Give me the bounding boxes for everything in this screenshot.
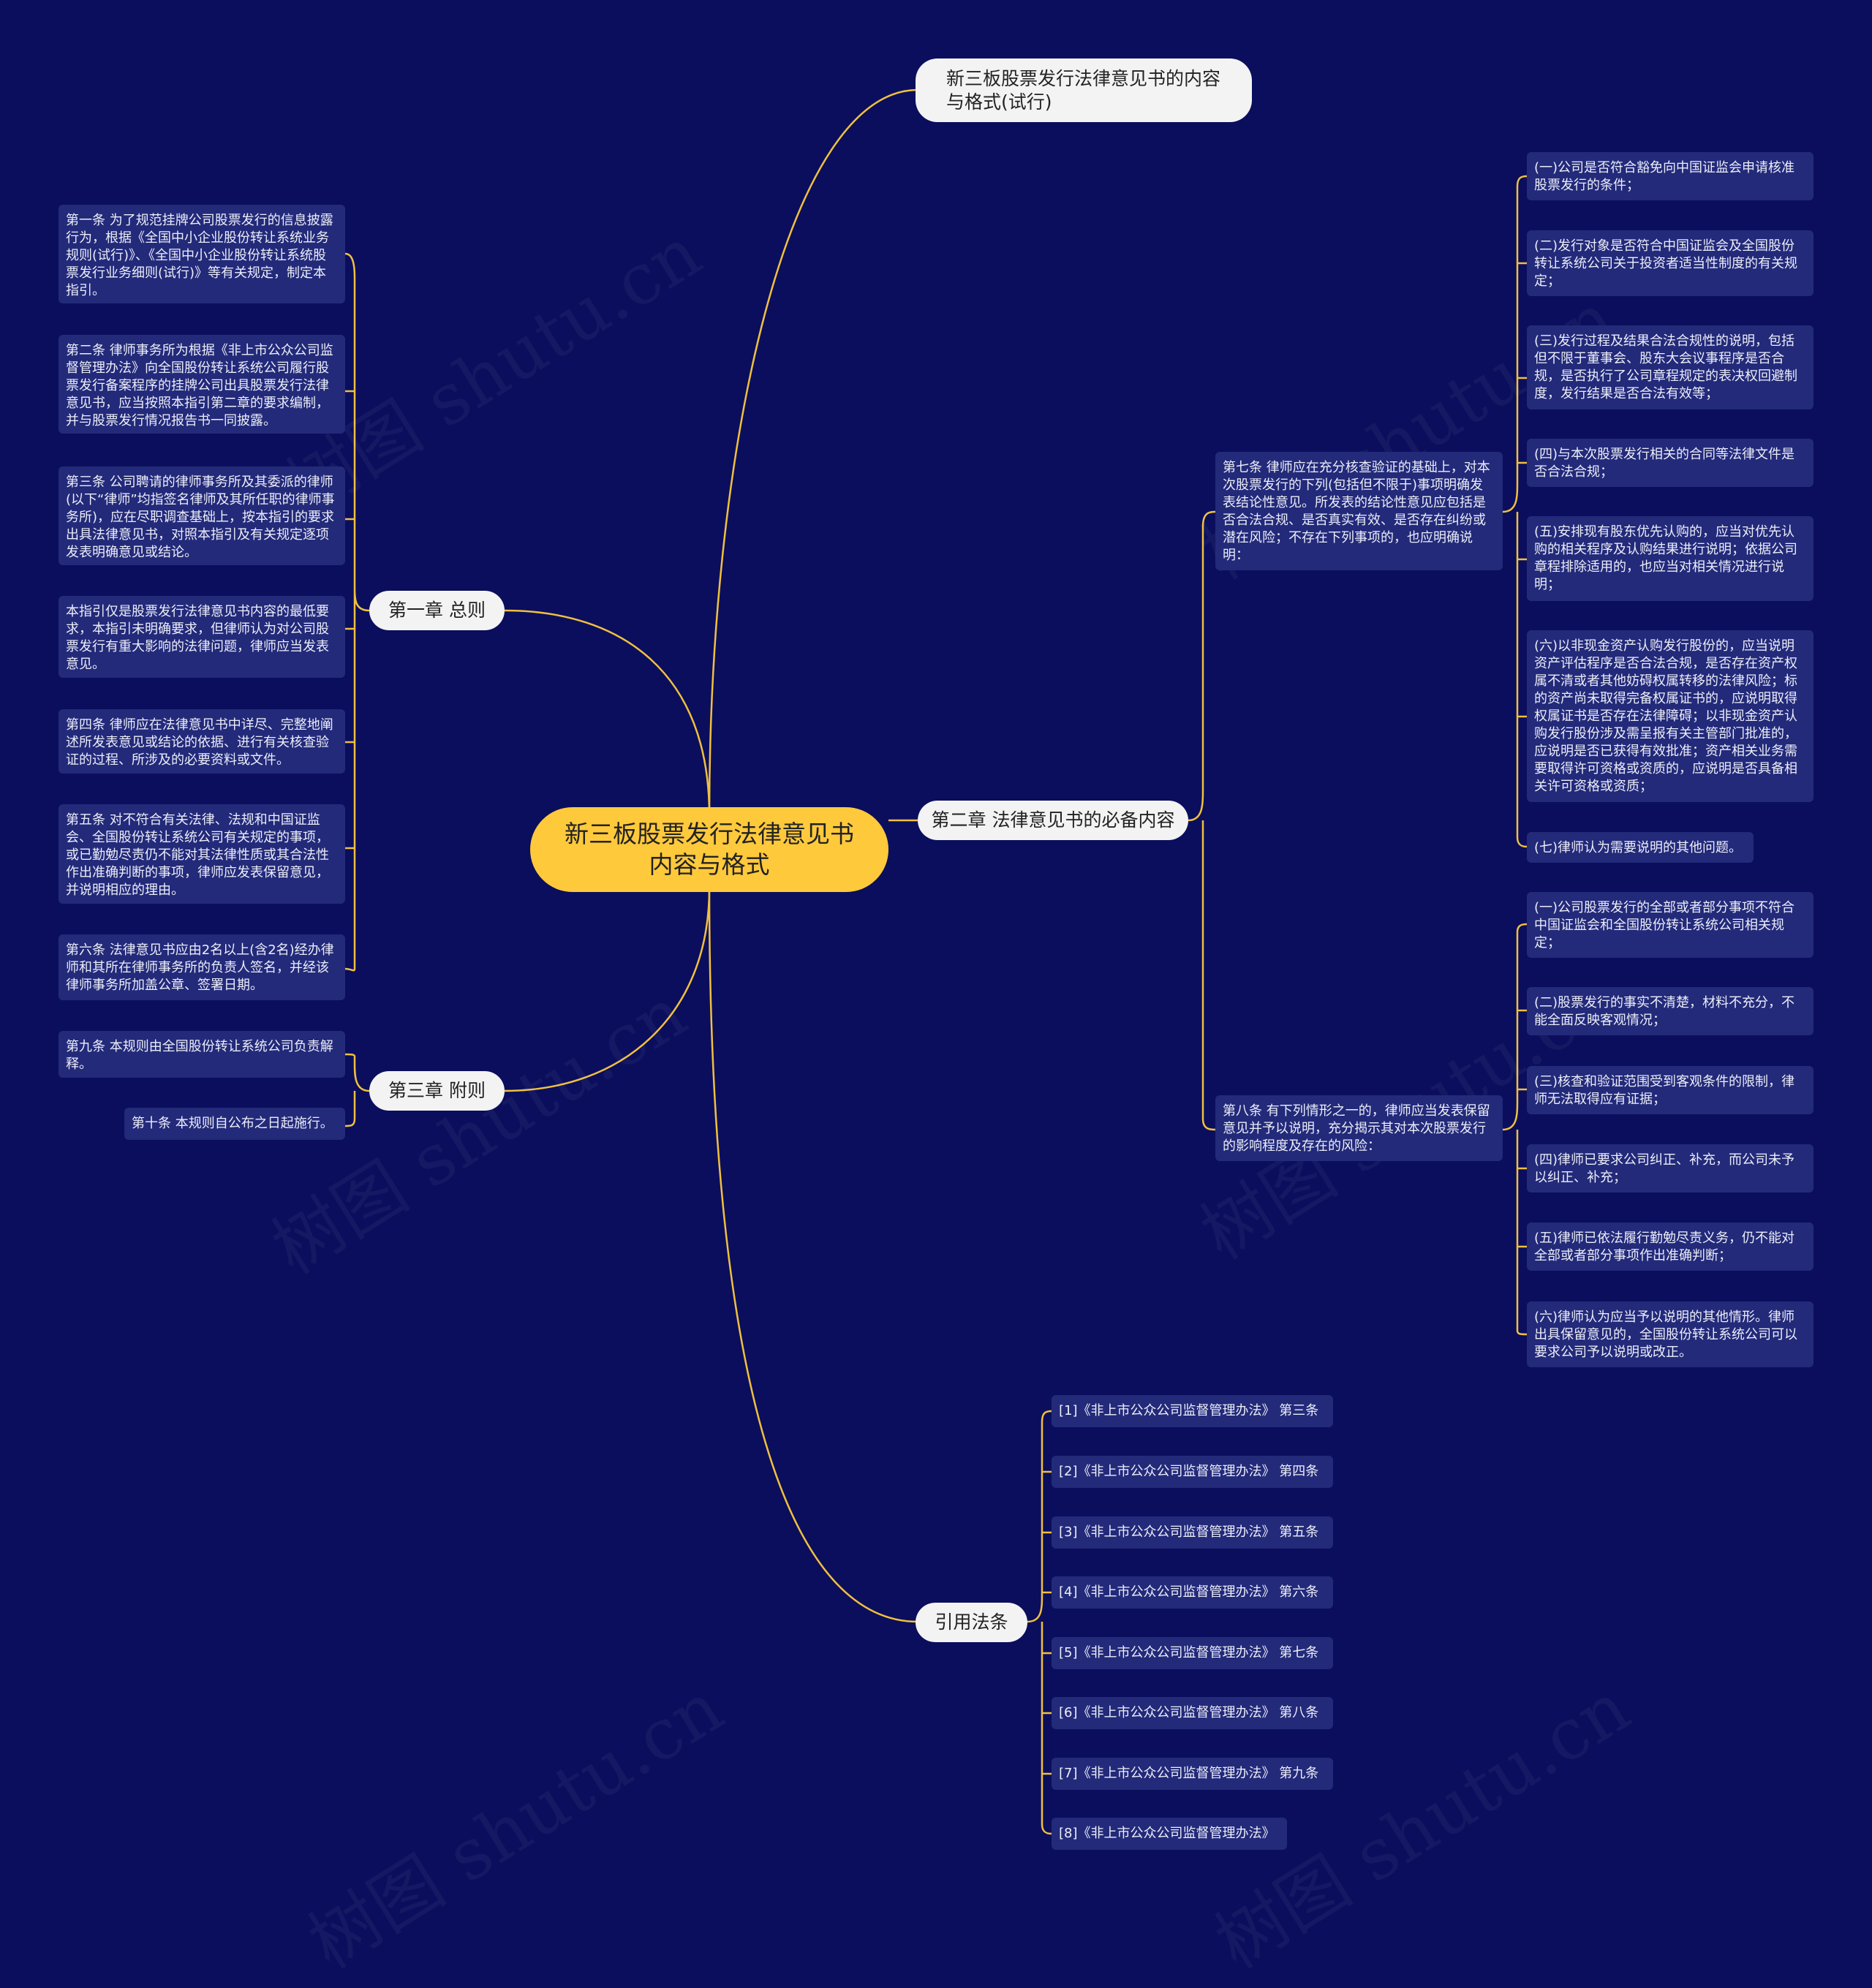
chapter3-article9[interactable]: 第九条 本规则由全国股份转让系统公司负责解释。: [58, 1031, 345, 1078]
citation-item[interactable]: [8]《非上市公众公司监督管理办法》: [1052, 1818, 1287, 1850]
link-root-title: [708, 88, 918, 816]
title-node[interactable]: 新三板股票发行法律意见书的内容与格式(试行): [916, 58, 1252, 122]
chapter1-article5[interactable]: 第五条 对不符合有关法律、法规和中国证监会、全国股份转让系统公司有关规定的事项，…: [58, 804, 345, 904]
chapter3-article10[interactable]: 第十条 本规则自公布之日起施行。: [124, 1108, 345, 1140]
article7-item2[interactable]: (二)发行对象是否符合中国证监会及全国股份转让系统公司关于投资者适当性制度的有关…: [1527, 230, 1814, 296]
article8-item5[interactable]: (五)律师已依法履行勤勉尽责义务，仍不能对全部或者部分事项作出准确判断；: [1527, 1222, 1814, 1271]
mind-map: 树图 shutu.cn 树图 shutu.cn 树图 shutu.cn 树图 s…: [58, 58, 1814, 1984]
article8-item1[interactable]: (一)公司股票发行的全部或者部分事项不符合中国证监会和全国股份转让系统公司相关规…: [1527, 892, 1814, 958]
chapter1-node[interactable]: 第一章 总则: [369, 591, 505, 630]
citation-item[interactable]: [3]《非上市公众公司监督管理办法》 第五条: [1052, 1516, 1333, 1549]
bracket-citations: [1027, 1410, 1052, 1835]
chapter1-article3[interactable]: 第三条 公司聘请的律师事务所及其委派的律师(以下“律师”均指签名律师及其所任职的…: [58, 466, 345, 565]
article7-item6[interactable]: (六)以非现金资产认购发行股份的，应当说明资产评估程序是否合法合规，是否存在资产…: [1527, 630, 1814, 802]
article7-item1[interactable]: (一)公司是否符合豁免向中国证监会申请核准股票发行的条件；: [1527, 152, 1814, 200]
citation-item[interactable]: [2]《非上市公众公司监督管理办法》 第四条: [1052, 1456, 1333, 1488]
article8-item6[interactable]: (六)律师认为应当予以说明的其他情形。律师出具保留意见的，全国股份转让系统公司可…: [1527, 1301, 1814, 1367]
bracket-chapter3: [344, 1053, 370, 1127]
citation-item[interactable]: [1]《非上市公众公司监督管理办法》 第三条: [1052, 1395, 1333, 1427]
chapter2-article7[interactable]: 第七条 律师应在充分核查验证的基础上，对本次股票发行的下列(包括但不限于)事项明…: [1215, 452, 1503, 570]
link-root-citations: [708, 888, 918, 1623]
bracket-article7: [1502, 175, 1528, 848]
article7-item7[interactable]: (七)律师认为需要说明的其他问题。: [1527, 832, 1754, 863]
link-root-chapter1: [504, 609, 711, 816]
citations-node[interactable]: 引用法条: [916, 1603, 1027, 1642]
citation-item[interactable]: [7]《非上市公众公司监督管理办法》 第九条: [1052, 1758, 1333, 1790]
bracket-article8: [1502, 923, 1528, 1336]
chapter2-article8[interactable]: 第八条 有下列情形之一的，律师应当发表保留意见并予以说明，充分揭示其对本次股票发…: [1215, 1095, 1503, 1161]
citation-item[interactable]: [4]《非上市公众公司监督管理办法》 第六条: [1052, 1576, 1333, 1609]
root-node[interactable]: 新三板股票发行法律意见书内容与格式: [530, 807, 888, 892]
citation-item[interactable]: [6]《非上市公众公司监督管理办法》 第八条: [1052, 1697, 1333, 1729]
chapter3-node[interactable]: 第三章 附则: [369, 1071, 505, 1111]
chapter1-note[interactable]: 本指引仅是股票发行法律意见书内容的最低要求，本指引未明确要求，但律师认为对公司股…: [58, 596, 345, 678]
article7-item4[interactable]: (四)与本次股票发行相关的合同等法律文件是否合法合规；: [1527, 439, 1814, 487]
bracket-chapter2: [1188, 510, 1216, 1131]
connector-lines: [344, 88, 1528, 1835]
link-root-chapter3: [504, 888, 711, 1092]
chapter1-article6[interactable]: 第六条 法律意见书应由2名以上(含2名)经办律师和其所在律师事务所的负责人签名，…: [58, 934, 345, 1000]
citation-item[interactable]: [5]《非上市公众公司监督管理办法》 第七条: [1052, 1637, 1333, 1669]
chapter1-article1[interactable]: 第一条 为了规范挂牌公司股票发行的信息披露行为，根据《全国中小企业股份转让系统业…: [58, 205, 345, 303]
article7-item3[interactable]: (三)发行过程及结果合法合规性的说明，包括但不限于董事会、股东大会议事程序是否合…: [1527, 325, 1814, 409]
article8-item4[interactable]: (四)律师已要求公司纠正、补充，而公司未予以纠正、补充；: [1527, 1144, 1814, 1193]
chapter2-node[interactable]: 第二章 法律意见书的必备内容: [918, 801, 1188, 840]
chapter1-article4[interactable]: 第四条 律师应在法律意见书中详尽、完整地阐述所发表意见或结论的依据、进行有关核查…: [58, 709, 345, 774]
bracket-chapter1: [344, 252, 370, 972]
chapter1-article2[interactable]: 第二条 律师事务所为根据《非上市公众公司监督管理办法》向全国股份转让系统公司履行…: [58, 335, 345, 434]
article7-item5[interactable]: (五)安排现有股东优先认购的，应当对优先认购的相关程序及认购结果进行说明；依据公…: [1527, 516, 1814, 601]
article8-item3[interactable]: (三)核查和验证范围受到客观条件的限制，律师无法取得应有证据；: [1527, 1066, 1814, 1114]
article8-item2[interactable]: (二)股票发行的事实不清楚，材料不充分，不能全面反映客观情况；: [1527, 987, 1814, 1035]
